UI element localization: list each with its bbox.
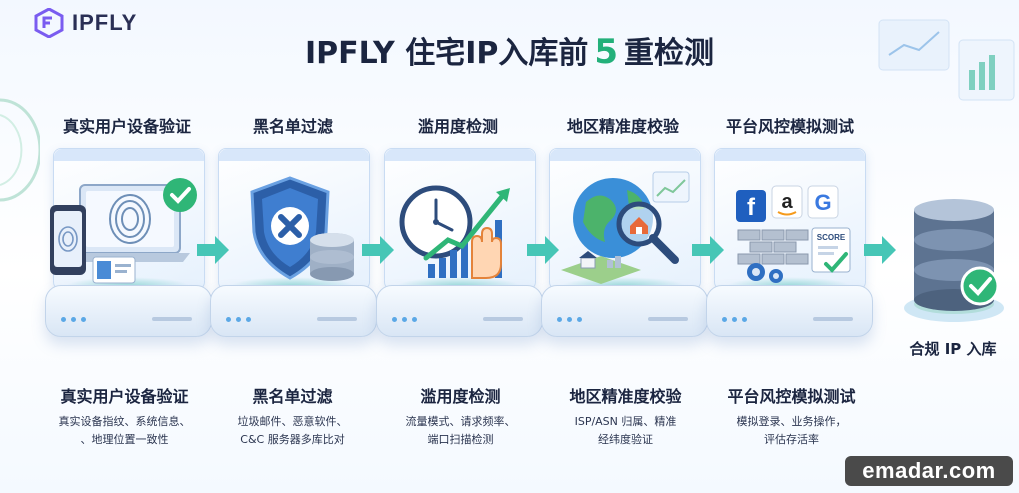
clock-chart-icon [399,185,510,279]
step-3-top-title: 滥用度检测 [417,117,498,136]
title-suffix: 重检测 [624,36,715,71]
shield-block-icon [250,176,354,281]
step-4-top-title: 地区精准度校验 [566,117,679,136]
step-2-card [210,140,377,355]
flow-arrow-4-icon [692,236,724,264]
amazon-logo-text: a [781,191,793,213]
fingerprint-device-icon [50,178,197,284]
step-2-top-title: 黑名单过滤 [252,117,333,136]
title-prefix: IPFLY 住宅IP入库前 [304,36,589,71]
ipfly-logo-icon [34,8,64,38]
step-1-title: 真实用户设备验证 [60,387,189,406]
step-3-title: 滥用度检测 [420,387,501,406]
step-4-description: 地区精准度校验 ISP/ASN 归属、精准 经纬度验证 [538,383,713,449]
flow-arrow-2-icon [362,236,394,264]
step-2-base [210,285,377,337]
title-number: 5 [594,32,619,72]
step-3-line-1: 流量模式、请求频率、 [405,415,516,428]
step-5-base [706,285,873,337]
step-5-description: 平台风控模拟测试 模拟登录、业务操作， 评估存活率 [704,383,879,449]
step-1-line-1: 真实设备指纹、系统信息、 [58,415,191,428]
watermark: emadar.com [845,456,1013,486]
step-5-title: 平台风控模拟测试 [727,387,856,406]
step-3-description: 滥用度检测 流量模式、请求频率、 端口扫描检测 [373,383,548,449]
step-1-top-title: 真实用户设备验证 [62,117,191,136]
globe-magnifier-icon [561,171,690,284]
step-3-base [376,285,543,337]
score-label: SCORE [817,233,846,242]
step-2-description: 黑名单过滤 垃圾邮件、恶意软件、 C&C 服务器多库比对 [205,383,380,449]
step-5-top-title: 平台风控模拟测试 [725,117,854,136]
step-1-base [45,285,212,337]
step-5-line-2: 评估存活率 [764,433,819,446]
step-2-line-2: C&C 服务器多库比对 [240,433,345,446]
step-1-description: 真实用户设备验证 真实设备指纹、系统信息、 、地理位置一致性 [37,383,212,449]
step-4-line-1: ISP/ASN 归属、精准 [574,415,677,428]
brand-name: IPFLY [72,10,138,35]
google-logo-text: G [814,190,831,215]
step-3-card [376,140,543,355]
step-3-line-2: 端口扫描检测 [427,433,494,446]
step-4-base [541,285,708,337]
database-check-icon [904,199,1004,322]
step-4-line-2: 经纬度验证 [598,433,653,446]
platform-firewall-icon: f a G SCORE [736,185,851,283]
step-4-title: 地区精准度校验 [569,387,682,406]
step-5-card: f a G SCORE [706,140,873,355]
brand-logo: IPFLY [34,8,137,38]
final-label: 合规 IP 入库 [909,340,997,358]
step-5-line-1: 模拟登录、业务操作， [736,415,847,428]
decorative-arc [0,98,40,202]
flow-arrow-3-icon [527,236,559,264]
step-4-card [541,140,708,355]
step-1-card [45,140,212,355]
step-2-line-1: 垃圾邮件、恶意软件、 [237,415,348,428]
step-1-line-2: 、地理位置一致性 [80,433,169,446]
step-2-title: 黑名单过滤 [252,387,333,406]
decorative-chart-background [878,19,1015,101]
flow-arrow-5-icon [864,236,896,264]
flow-arrow-1-icon [197,236,229,264]
facebook-logo-text: f [747,194,756,221]
